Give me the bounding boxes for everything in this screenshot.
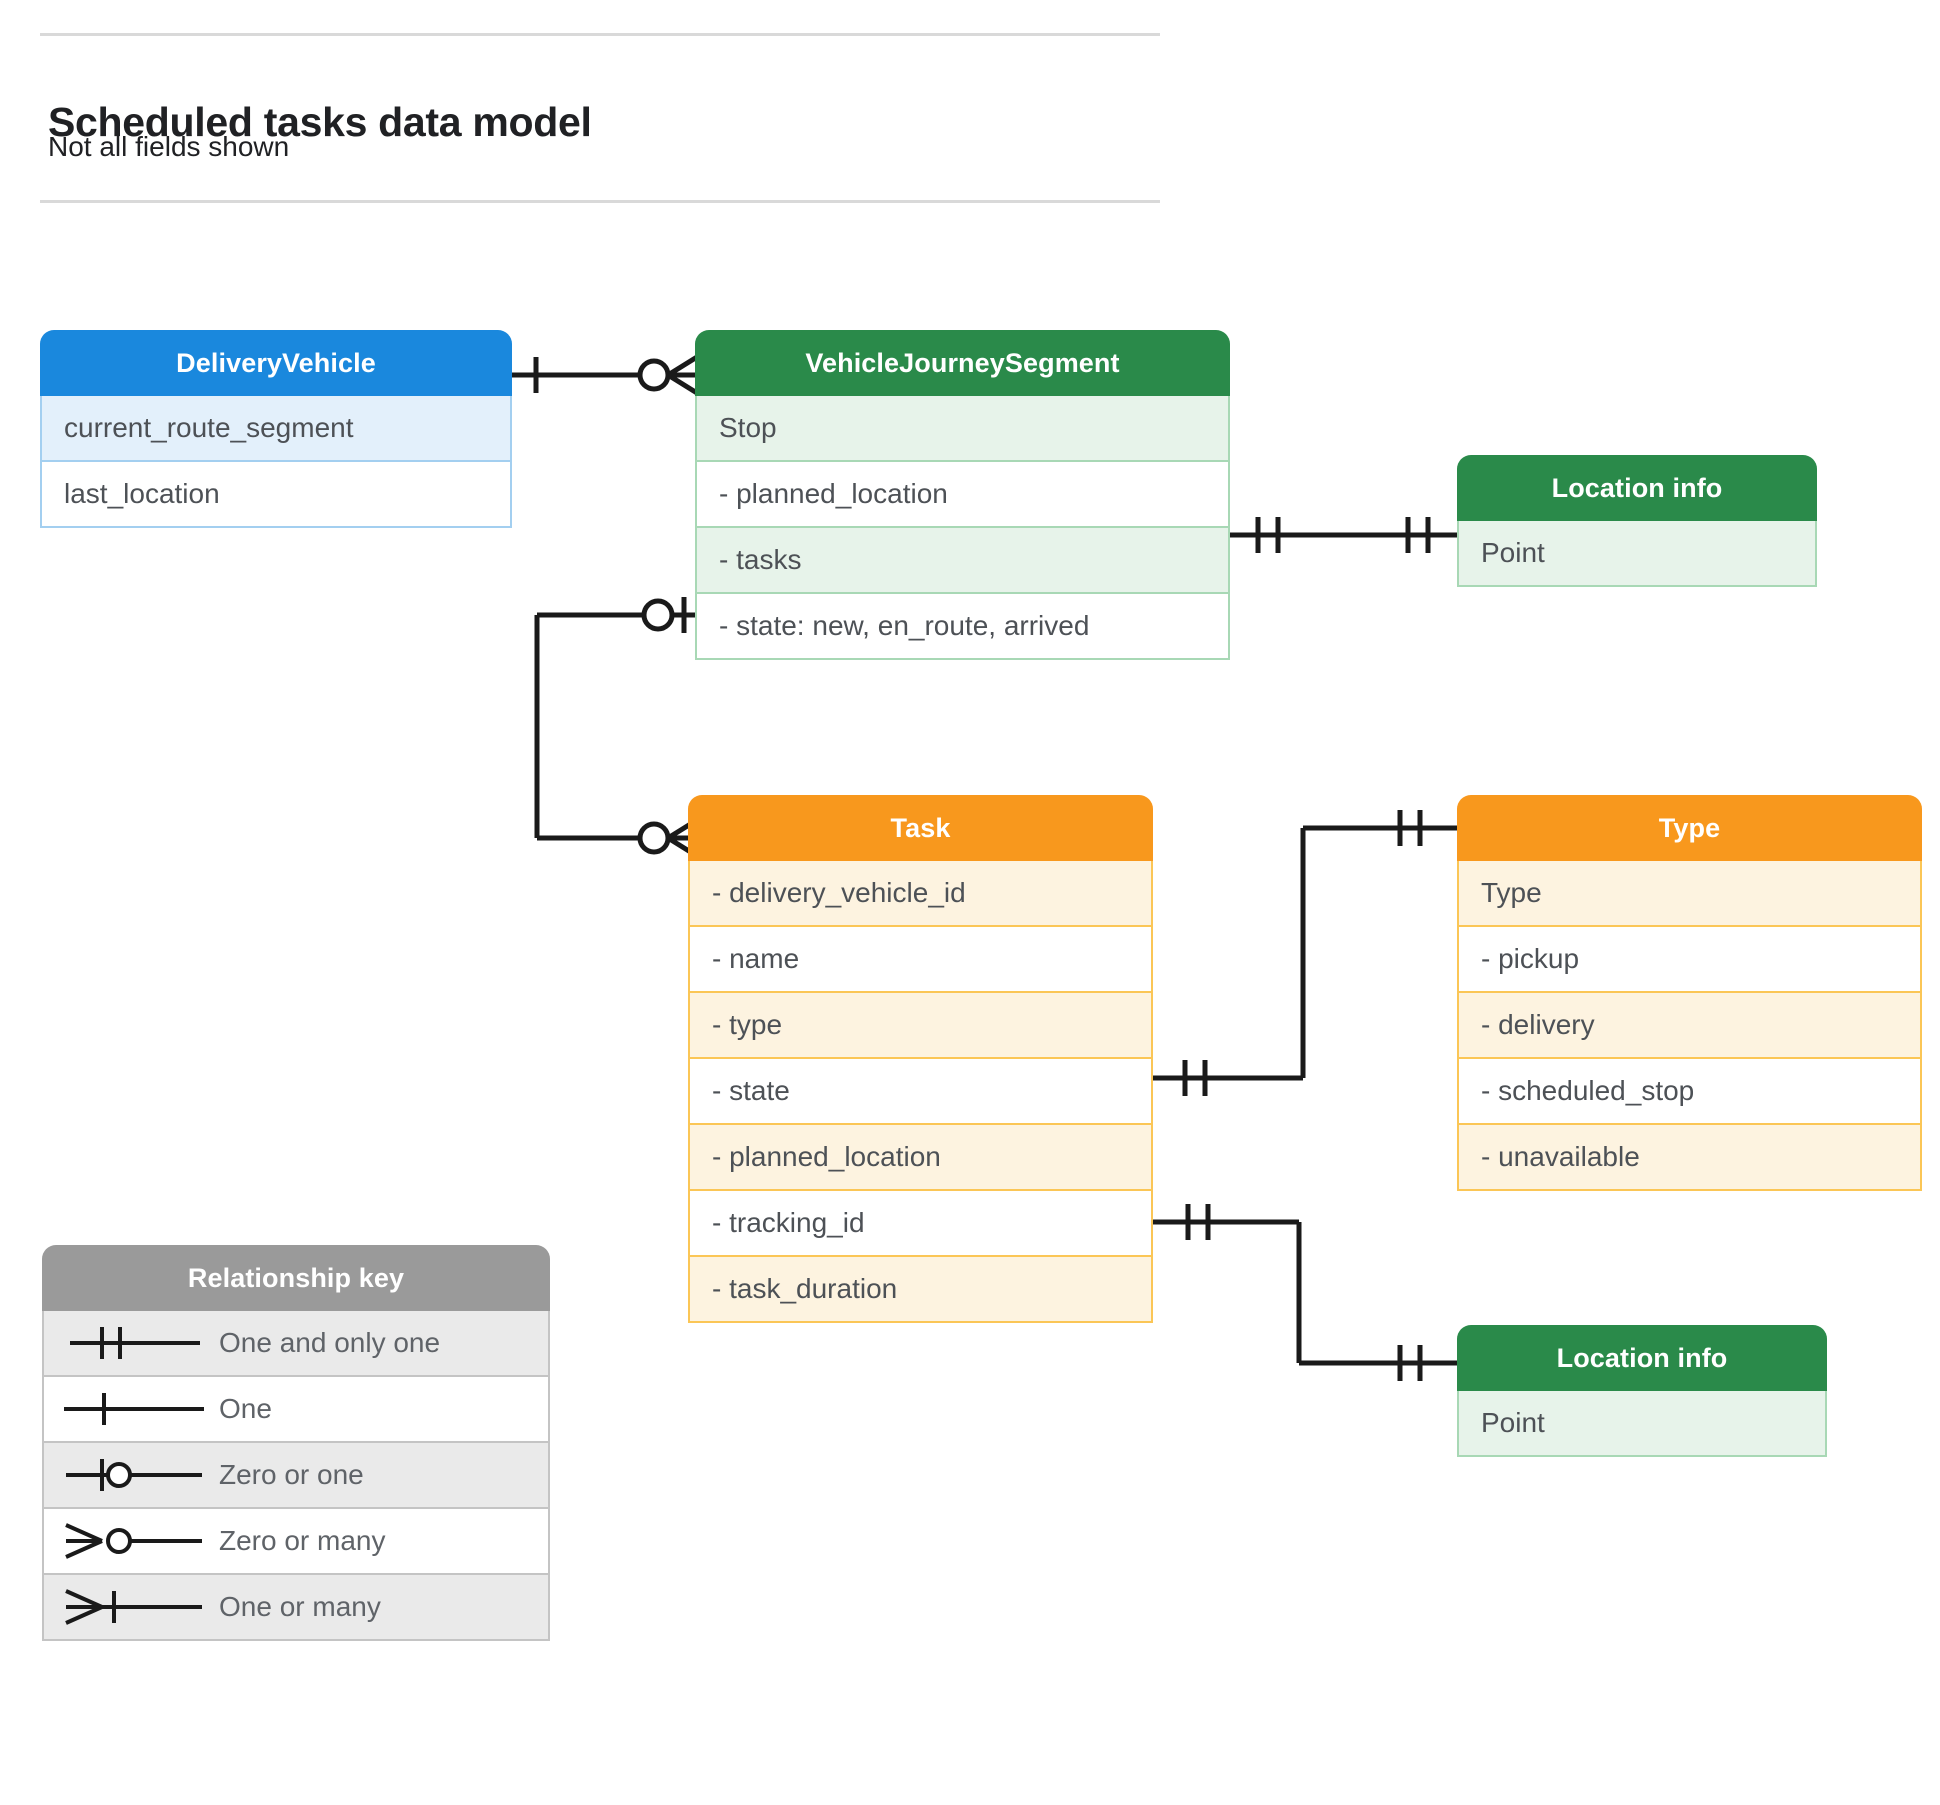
header-divider-top bbox=[40, 33, 1160, 36]
entity-title-task: Task bbox=[688, 795, 1153, 861]
entity-vehicle-journey-segment[interactable]: VehicleJourneySegment Stop - planned_loc… bbox=[695, 330, 1230, 660]
entity-title-vehicle-journey-segment: VehicleJourneySegment bbox=[695, 330, 1230, 396]
page-subtitle: Not all fields shown bbox=[48, 131, 290, 162]
entity-field: Type bbox=[1457, 861, 1922, 927]
entity-delivery-vehicle[interactable]: DeliveryVehicle current_route_segment la… bbox=[40, 330, 512, 528]
entity-task[interactable]: Task - delivery_vehicle_id - name - type… bbox=[688, 795, 1153, 1323]
entity-field: Point bbox=[1457, 1391, 1827, 1457]
entity-field: - planned_location bbox=[688, 1125, 1153, 1191]
entity-field: - tasks bbox=[695, 528, 1230, 594]
legend-label: One or many bbox=[219, 1591, 381, 1622]
legend-item-zero-or-many: Zero or many bbox=[42, 1509, 550, 1575]
entity-field: - type bbox=[688, 993, 1153, 1059]
one-and-only-one-icon bbox=[44, 1311, 219, 1375]
entity-field: - state bbox=[688, 1059, 1153, 1125]
entity-field: - name bbox=[688, 927, 1153, 993]
zero-or-many-icon bbox=[44, 1509, 219, 1573]
entity-location-info-top[interactable]: Location info Point bbox=[1457, 455, 1817, 587]
entity-field: - scheduled_stop bbox=[1457, 1059, 1922, 1125]
entity-field: - unavailable bbox=[1457, 1125, 1922, 1191]
connector-vjsplannedlocation-locationinfo bbox=[1230, 517, 1457, 553]
entity-field: current_route_segment bbox=[40, 396, 512, 462]
entity-title-location-info-top: Location info bbox=[1457, 455, 1817, 521]
legend-item-zero-or-one: Zero or one bbox=[42, 1443, 550, 1509]
legend-item-one: One bbox=[42, 1377, 550, 1443]
entity-location-info-bottom[interactable]: Location info Point bbox=[1457, 1325, 1827, 1457]
entity-field: - tracking_id bbox=[688, 1191, 1153, 1257]
legend-label: One and only one bbox=[219, 1327, 441, 1358]
page-title: Scheduled tasks data model bbox=[48, 99, 592, 146]
connector-vjstasks-task bbox=[534, 597, 699, 859]
entity-field: - planned_location bbox=[695, 462, 1230, 528]
entity-field: Stop bbox=[695, 396, 1230, 462]
legend-label: Zero or one bbox=[219, 1459, 364, 1490]
legend-label: One bbox=[219, 1393, 272, 1424]
legend-label: Zero or many bbox=[219, 1525, 386, 1556]
connector-taskplannedlocation-locationinfo bbox=[1153, 1204, 1457, 1381]
entity-field: - state: new, en_route, arrived bbox=[695, 594, 1230, 660]
entity-field: - delivery_vehicle_id bbox=[688, 861, 1153, 927]
entity-field: - pickup bbox=[1457, 927, 1922, 993]
connector-tasktype-type bbox=[1153, 810, 1457, 1096]
entity-field: last_location bbox=[40, 462, 512, 528]
one-icon bbox=[44, 1377, 219, 1441]
connector-deliveryvehicle-vehiclejourneysegment bbox=[512, 354, 699, 396]
one-or-many-icon bbox=[44, 1575, 219, 1639]
header-divider-bottom bbox=[40, 200, 1160, 203]
entity-title-type: Type bbox=[1457, 795, 1922, 861]
entity-title-location-info-bottom: Location info bbox=[1457, 1325, 1827, 1391]
legend-item-one-and-only-one: One and only one bbox=[42, 1311, 550, 1377]
entity-title-delivery-vehicle: DeliveryVehicle bbox=[40, 330, 512, 396]
entity-field: - delivery bbox=[1457, 993, 1922, 1059]
legend-item-one-or-many: One or many bbox=[42, 1575, 550, 1641]
entity-type[interactable]: Type Type - pickup - delivery - schedule… bbox=[1457, 795, 1922, 1191]
legend-title: Relationship key bbox=[42, 1245, 550, 1311]
zero-or-one-icon bbox=[44, 1443, 219, 1507]
entity-field: Point bbox=[1457, 521, 1817, 587]
entity-field: - task_duration bbox=[688, 1257, 1153, 1323]
legend-relationship-key: Relationship key One and only one bbox=[42, 1245, 550, 1641]
